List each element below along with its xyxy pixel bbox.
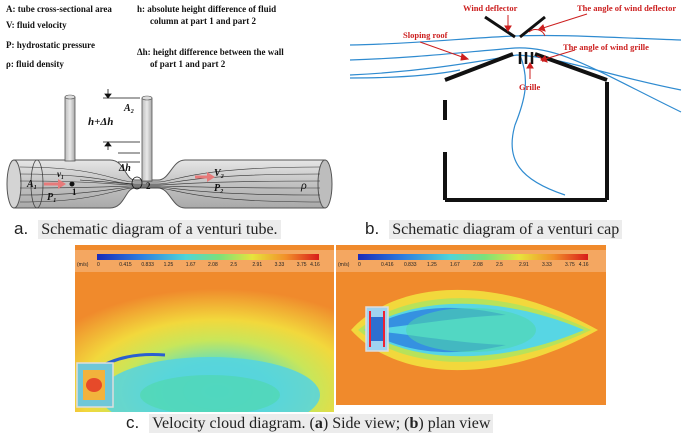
caption-c-part3: ) plan view: [418, 415, 491, 432]
caption-a-label: a.: [14, 219, 29, 238]
label-dh: Δh: [118, 163, 131, 174]
tick: 1.67: [450, 262, 460, 268]
label-angle-wind-deflector: The angle of wind deflector: [577, 3, 677, 13]
legend-h-1: h: absolute height difference of fluid: [137, 4, 277, 14]
legend-p: P: hydrostatic pressure: [6, 40, 95, 50]
tick: 0.833: [404, 262, 417, 268]
column-2: [141, 97, 153, 182]
tick: 0: [358, 262, 361, 268]
colorbar-right: [358, 254, 588, 260]
tick: 1.25: [427, 262, 437, 268]
label-sloping-roof: Sloping roof: [403, 30, 448, 40]
label-v1: v₁: [57, 169, 64, 179]
tick: 2.5: [496, 262, 503, 268]
legend-dh-2: of part 1 and part 2: [150, 59, 226, 69]
label-rho: ρ: [300, 178, 307, 192]
colorbar-right-unit: (m/s): [338, 262, 350, 268]
label-p1: P₁: [47, 192, 57, 203]
tick: 2.91: [252, 262, 263, 268]
caption-a: a. Schematic diagram of a venturi tube.: [14, 219, 281, 239]
colorbar-right-ticks: 0 0.416 0.833 1.25 1.67 2.08 2.5 2.91 3.…: [358, 262, 589, 268]
tick: 2.5: [230, 262, 238, 268]
tick: 3.33: [274, 262, 285, 268]
tick: 1.67: [185, 262, 196, 268]
caption-c-b: b: [409, 415, 419, 432]
tick: 2.91: [519, 262, 529, 268]
tick: 4.16: [310, 262, 320, 268]
colorbar-left-unit: (m/s): [77, 262, 89, 268]
cfd-plan-view: (m/s) 0 0.416 0.833 1.25 1.67 2.08 2.5 2…: [336, 245, 606, 405]
legend-rho: ρ: fluid density: [6, 59, 64, 69]
label-a1: A₁: [26, 179, 37, 190]
venturi-tube-diagram: A₂ h+Δh Δh v₁ A₁ P₁ 1 2 V₂ P₂ ρ: [6, 89, 333, 209]
label-angle-wind-grille: The angle of wind grille: [563, 42, 649, 52]
colorbar-left: [97, 254, 319, 260]
label-a2: A₂: [123, 103, 134, 114]
tick: 2.08: [208, 262, 218, 268]
legend-v: V: fluid velocity: [6, 20, 67, 30]
tick: 1.25: [163, 262, 174, 268]
label-v2: V₂: [214, 168, 224, 179]
caption-c-part1: Velocity cloud diagram. (: [152, 415, 315, 432]
venturi-tube-panel: A: tube cross-sectional area V: fluid ve…: [0, 0, 340, 245]
caption-c-text: Velocity cloud diagram. (a) Side view; (…: [149, 414, 494, 433]
tick: 3.33: [542, 262, 552, 268]
tube-outlet-end: [317, 159, 333, 209]
tube-inlet-end: [6, 159, 22, 209]
column-1: [64, 96, 76, 162]
caption-c-label: c.: [126, 413, 140, 432]
legend-a: A: tube cross-sectional area: [6, 4, 112, 14]
tick: 0.415: [119, 262, 132, 268]
tick: 3.75: [296, 262, 307, 268]
label-grille: Grille: [519, 82, 541, 92]
legend-h-2: column at part 1 and part 2: [150, 16, 257, 26]
label-p2: P₂: [214, 183, 224, 194]
label-h-plus-dh: h+Δh: [88, 116, 113, 128]
caption-c-a: a: [314, 415, 323, 432]
colorbar-left-ticks: 0 0.415 0.833 1.25 1.67 2.08 2.5 2.91 3.…: [97, 262, 320, 268]
caption-b: b. Schematic diagram of a venturi cap: [365, 219, 623, 239]
tick: 0.416: [381, 262, 394, 268]
caption-c: c. Velocity cloud diagram. (a) Side view;…: [126, 413, 494, 433]
tick: 4.16: [578, 262, 589, 268]
label-wind-deflector: Wind deflector: [463, 3, 518, 13]
caption-b-label: b.: [365, 219, 380, 238]
venturi-cap-panel: Wind deflector The angle of wind deflect…: [345, 0, 685, 245]
tick: 3.75: [565, 262, 575, 268]
label-pt2: 2: [146, 181, 151, 191]
caption-b-text: Schematic diagram of a venturi cap: [389, 220, 623, 239]
legend-dh-1: Δh: height difference between the wall: [137, 47, 284, 57]
tick: 0: [97, 262, 100, 268]
label-pt1: 1: [72, 187, 77, 197]
caption-c-part2: ) Side view; (: [322, 415, 410, 432]
cfd-side-view: (m/s) 0 0.415 0.833 1.25 1.67 2.08 2.5 2…: [75, 245, 334, 412]
venturi-cap-diagram: [349, 13, 682, 202]
tick: 0.833: [141, 262, 154, 268]
caption-a-text: Schematic diagram of a venturi tube.: [38, 220, 281, 239]
tick: 2.08: [473, 262, 483, 268]
